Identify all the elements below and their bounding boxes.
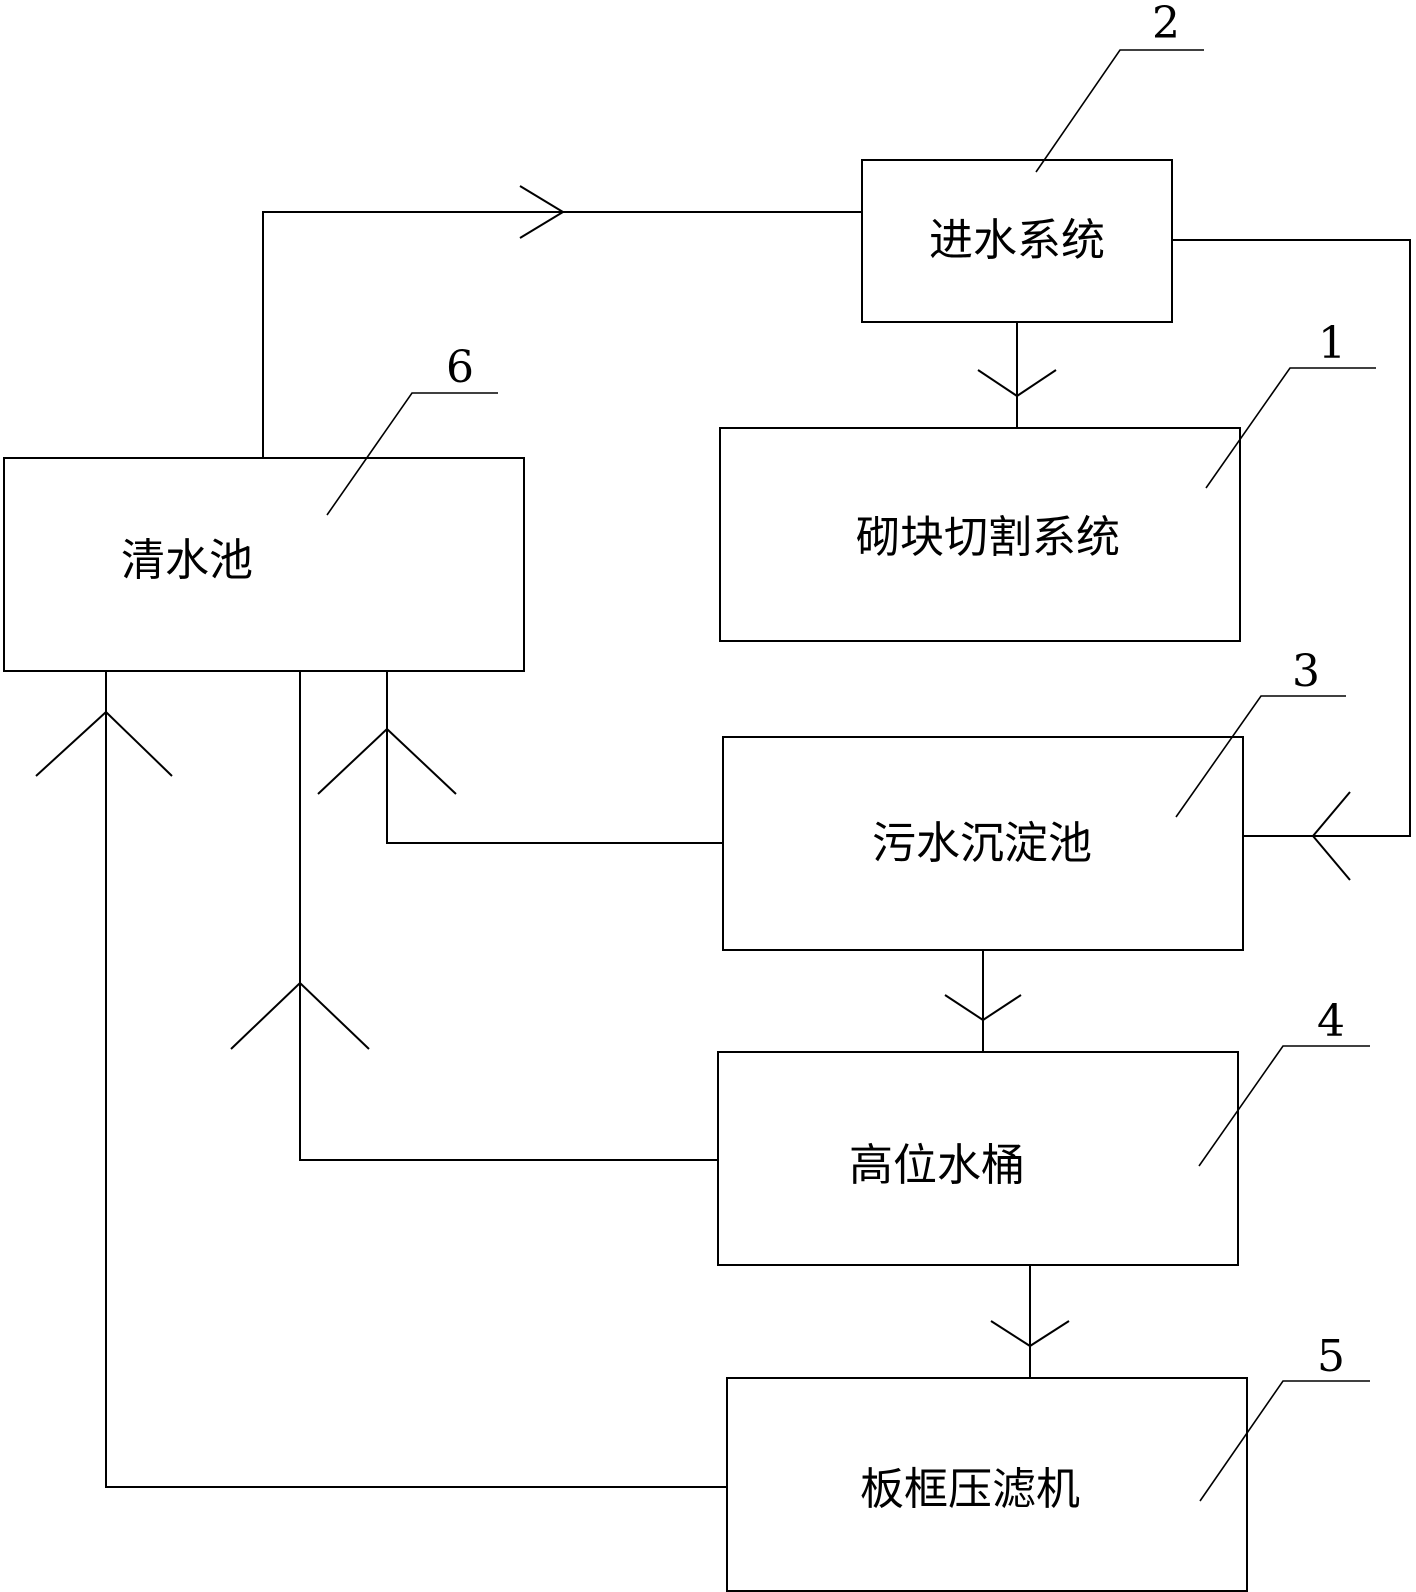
callout-6: 6: [326, 342, 498, 516]
cutting-box: [719, 427, 1241, 642]
clear-pool-box: [3, 457, 525, 672]
callout-number: 4: [1317, 996, 1345, 1047]
sewage-tank-label: 污水沉淀池: [872, 818, 1092, 869]
callout-leader: [1035, 49, 1204, 173]
node-filter-press: 板框压滤机: [726, 1377, 1248, 1592]
callout-1: 1: [1205, 318, 1376, 489]
node-clear-pool: 清水池: [3, 457, 525, 672]
callout-number: 1: [1318, 318, 1346, 369]
callout-number: 3: [1292, 646, 1320, 697]
callout-4: 4: [1198, 996, 1370, 1167]
water-inlet-box: [861, 159, 1173, 323]
cutting-label: 砌块切割系统: [856, 512, 1120, 563]
arrowhead-up-icon: [35, 710, 173, 777]
arrowhead-down-icon: [944, 994, 1022, 1022]
connector-clearpool-to-inlet: [262, 211, 862, 458]
arrowhead-up-icon: [230, 981, 370, 1050]
filter-press-label: 板框压滤机: [860, 1464, 1080, 1515]
water-inlet-label: 进水系统: [929, 215, 1105, 266]
callout-number: 2: [1152, 0, 1180, 49]
callout-number: 5: [1317, 1331, 1345, 1382]
callout-leader: [1175, 695, 1346, 818]
node-sewage-tank: 污水沉淀池: [722, 736, 1244, 951]
callout-number: 6: [446, 342, 474, 393]
sewage-tank-box: [722, 736, 1244, 951]
connector-bucket-to-clearpool: [299, 671, 718, 1161]
high-bucket-label: 高位水桶: [849, 1140, 1025, 1191]
clear-pool-label: 清水池: [121, 535, 253, 586]
high-bucket-box: [717, 1051, 1239, 1266]
callout-5: 5: [1199, 1331, 1370, 1502]
connector-press-to-clearpool: [105, 671, 727, 1488]
arrowhead-up-icon: [317, 727, 457, 795]
callout-2: 2: [1035, 0, 1204, 173]
connector-inlet-to-sewage: [1172, 239, 1411, 837]
arrowhead-left-icon: [1311, 791, 1351, 881]
filter-press-box: [726, 1377, 1248, 1592]
arrowhead-down-icon: [977, 369, 1057, 398]
arrowhead-right-icon: [519, 185, 565, 239]
callout-3: 3: [1175, 646, 1346, 818]
arrowhead-down-icon: [990, 1320, 1070, 1348]
callout-leader: [326, 392, 498, 516]
node-high-bucket: 高位水桶: [717, 1051, 1239, 1266]
callout-leader: [1205, 367, 1376, 489]
node-cutting: 砌块切割系统: [719, 427, 1241, 642]
node-water-inlet: 进水系统: [861, 159, 1173, 323]
callout-leader: [1198, 1045, 1370, 1167]
connector-sewage-to-clearpool: [386, 671, 723, 844]
callout-leader: [1199, 1380, 1370, 1502]
